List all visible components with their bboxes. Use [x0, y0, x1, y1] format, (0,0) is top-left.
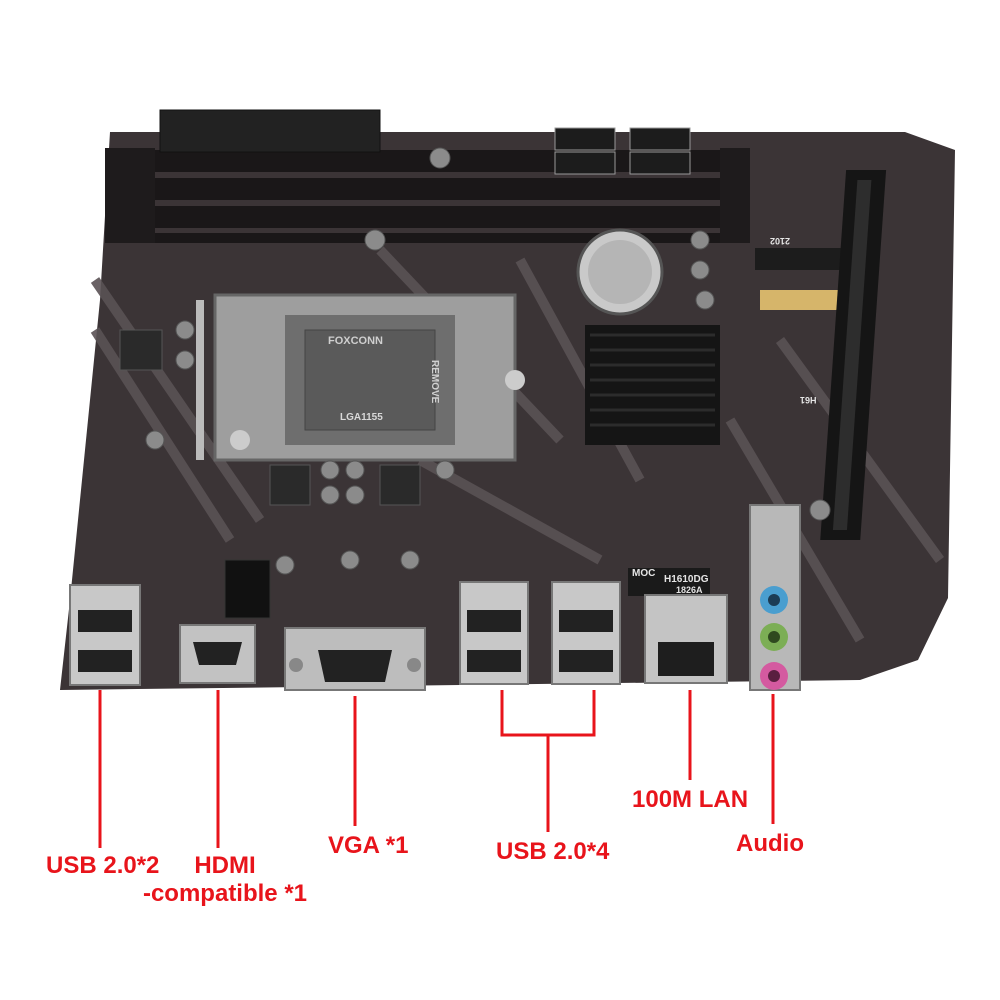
pcie-x16-slot [820, 170, 887, 540]
usb-port-stack-middle [459, 581, 621, 685]
callout-label-hdmi: HDMI -compatible *1 [142, 852, 308, 908]
lan-chip [628, 568, 710, 596]
m2-slot [755, 248, 850, 310]
atx-24pin-connector [159, 109, 381, 153]
usb-port-stack-left [69, 584, 141, 686]
vga-port [284, 627, 426, 691]
chipset-label-text: H61 [800, 395, 817, 405]
lan-chip-brand: MOC [632, 568, 656, 579]
callout-label-hdmi-line2: -compatible *1 [142, 880, 308, 907]
callout-label-vga: VGA *1 [328, 832, 409, 859]
socket-brand-text: FOXCONN [328, 335, 383, 347]
lan-chip-model: H1610DG [664, 574, 709, 585]
hdmi-port [179, 624, 256, 684]
rj45-port [644, 594, 728, 684]
socket-model-text: LGA1155 [340, 412, 383, 423]
callout-label-audio: Audio [736, 830, 804, 857]
cpu-power-connector [224, 559, 271, 619]
lan-chip-code: 1826A [676, 585, 703, 595]
socket-remove-text: REMOVE [429, 360, 440, 404]
chokes [119, 329, 421, 506]
callout-label-lan: 100M LAN [632, 786, 749, 813]
callout-label-usb2-x2: USB 2.0*2 [46, 852, 160, 879]
sata-ports [554, 127, 691, 175]
audio-jacks [749, 504, 801, 691]
m2-slot-text: 2102 [770, 236, 791, 246]
callout-label-hdmi-line1: HDMI [194, 852, 256, 879]
callout-lines [98, 690, 775, 848]
cpu-socket [196, 293, 525, 462]
callout-line-usb4 [500, 690, 596, 737]
callout-label-usb2-x4: USB 2.0*4 [496, 838, 610, 865]
chipset-heatsink [585, 325, 720, 445]
capacitors [145, 147, 831, 575]
